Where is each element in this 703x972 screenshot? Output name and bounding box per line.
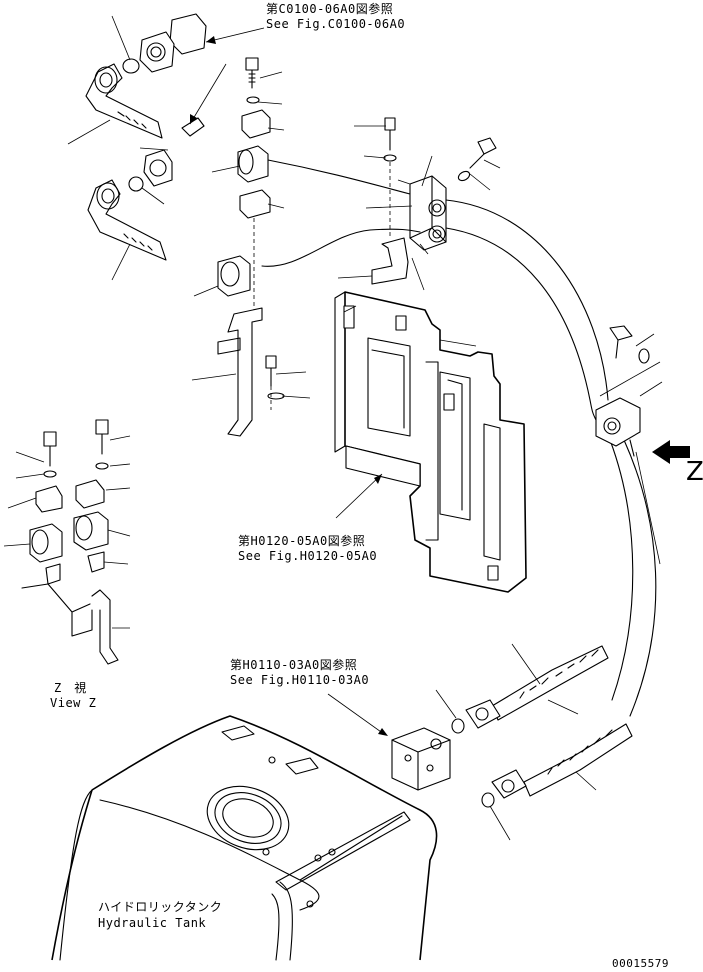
leader-lines — [3, 15, 663, 841]
ref-h0120-jp: 第H0120-05A0図参照 — [238, 534, 366, 548]
hydraulic-tank — [51, 715, 438, 961]
adapter-block — [391, 727, 451, 791]
ref-h0110-jp: 第H0110-03A0図参照 — [230, 658, 358, 672]
ref-h0120-en: See Fig.H0120-05A0 — [238, 549, 378, 563]
right-hose-clamp — [595, 325, 650, 457]
view-z-arrow-letter: Z — [686, 457, 703, 487]
mounting-plate — [334, 291, 527, 593]
ref-h0110-en: See Fig.H0110-03A0 — [230, 673, 370, 687]
valve-block-assembly — [371, 117, 497, 285]
tank-label-jp: ハイドロリックタンク — [98, 900, 223, 914]
drawing-number: 00015579 — [612, 957, 669, 970]
clamp-stack — [217, 57, 285, 437]
hose-lines — [261, 159, 657, 717]
view-z-detail — [21, 419, 119, 665]
view-z-en: View Z — [50, 696, 97, 710]
view-z-arrow — [652, 440, 690, 464]
view-z-jp: Z 視 — [54, 681, 87, 695]
ref-c0100-jp: 第C0100-06A0図参照 — [266, 2, 394, 16]
upper-left-pipe-assembly — [85, 13, 207, 261]
ref-c0100-en: See Fig.C0100-06A0 — [266, 17, 406, 31]
lower-hose-assemblies — [451, 645, 633, 808]
tank-label-en: Hydraulic Tank — [98, 916, 207, 930]
